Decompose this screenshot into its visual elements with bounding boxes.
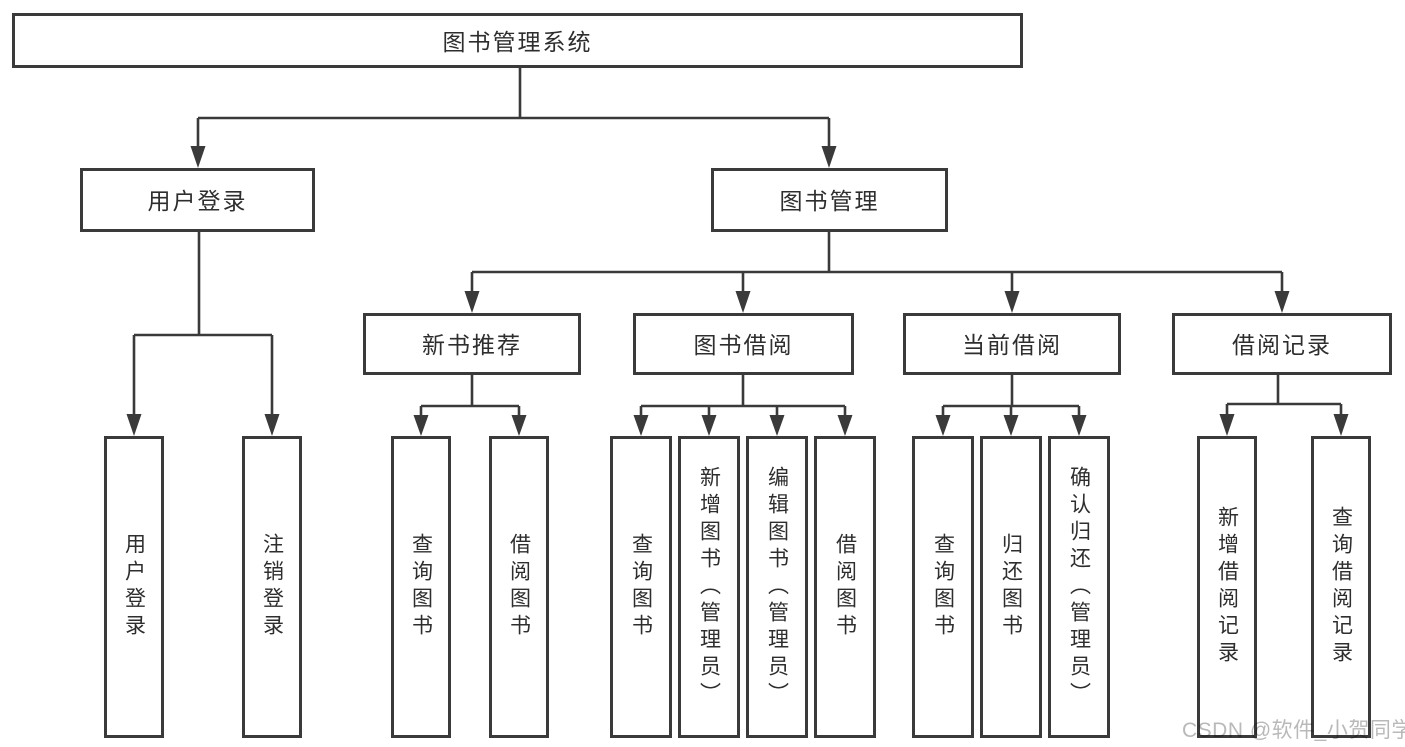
node-library-system: 图书管理系统 [12, 13, 1023, 68]
node-label: 归还图书 [999, 533, 1023, 641]
node-label: 查询图书 [629, 533, 653, 641]
leaf-borrow-books-recommend: 借阅图书 [489, 436, 549, 738]
node-label: 确认归还（管理员） [1067, 465, 1091, 709]
leaf-confirm-return-admin: 确认归还（管理员） [1048, 436, 1110, 738]
node-label: 新书推荐 [422, 332, 522, 358]
leaf-query-books-borrow: 查询图书 [610, 436, 672, 738]
node-label: 借阅图书 [507, 533, 531, 641]
watermark: CSDN @软件_小贺同学 [1182, 719, 1405, 742]
node-label: 图书管理 [779, 188, 880, 214]
node-label: 查询图书 [409, 533, 433, 641]
node-label: 图书借阅 [693, 332, 794, 358]
leaf-query-books-current: 查询图书 [912, 436, 974, 738]
node-label: 用户登录 [147, 188, 248, 214]
node-book-borrow: 图书借阅 [633, 313, 854, 375]
node-label: 借阅记录 [1232, 332, 1332, 358]
node-label: 编辑图书（管理员） [765, 465, 789, 709]
node-label: 新增借阅记录 [1215, 506, 1239, 668]
leaf-logout: 注销登录 [242, 436, 302, 738]
node-current-borrow: 当前借阅 [903, 313, 1121, 375]
leaf-add-books-admin: 新增图书（管理员） [678, 436, 740, 738]
leaf-borrow-books: 借阅图书 [814, 436, 876, 738]
leaf-edit-books-admin: 编辑图书（管理员） [746, 436, 808, 738]
leaf-query-books-recommend: 查询图书 [391, 436, 451, 738]
node-borrow-records: 借阅记录 [1172, 313, 1392, 375]
node-label: 查询图书 [931, 533, 955, 641]
leaf-user-login: 用户登录 [104, 436, 164, 738]
leaf-add-borrow-record: 新增借阅记录 [1197, 436, 1257, 738]
leaf-return-books: 归还图书 [980, 436, 1042, 738]
node-book-management: 图书管理 [711, 168, 948, 232]
node-label: 新增图书（管理员） [697, 465, 721, 709]
node-user-login: 用户登录 [80, 168, 315, 232]
node-label: 图书管理系统 [442, 28, 593, 55]
node-label: 借阅图书 [833, 533, 857, 641]
node-new-book-recommend: 新书推荐 [363, 313, 581, 375]
node-label: 注销登录 [260, 533, 284, 641]
node-label: 当前借阅 [962, 332, 1062, 358]
node-label: 查询借阅记录 [1329, 506, 1353, 668]
leaf-query-borrow-record: 查询借阅记录 [1311, 436, 1371, 738]
node-label: 用户登录 [122, 533, 146, 641]
